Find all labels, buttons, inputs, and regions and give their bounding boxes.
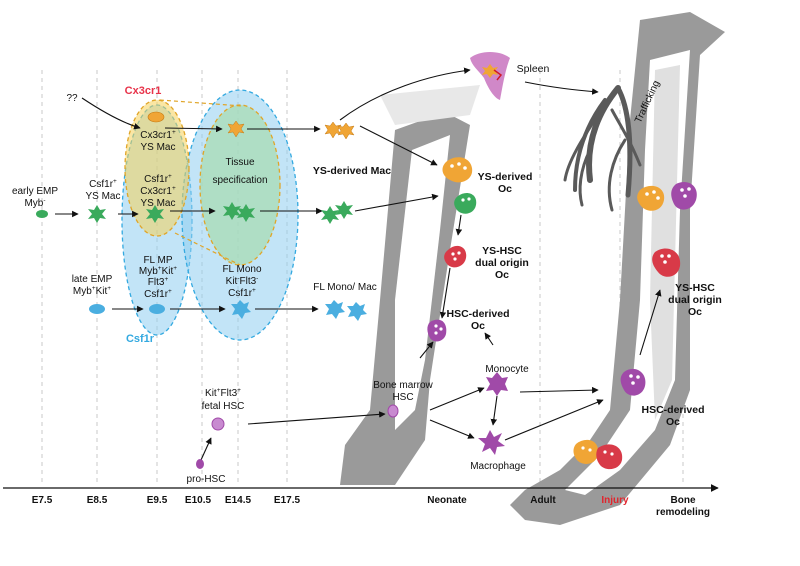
hsc-derived-oc-line2: Oc — [471, 320, 485, 332]
double-pos-line3: YS Mac — [140, 198, 175, 209]
arrows — [55, 67, 662, 461]
cx3cr1-zone — [124, 99, 190, 237]
neonate-bone — [340, 85, 480, 485]
tissue-label: Tissue — [225, 157, 255, 168]
timeline-ticks: E7.5 E8.5 E9.5 E10.5 E14.5 E17.5 Neonate… — [32, 495, 710, 518]
monocyte-macrophage-cells — [478, 372, 508, 455]
dual-origin-oc-line2: dual origin — [475, 257, 529, 269]
hsc-derived-oc-line1: HSC-derived — [446, 308, 509, 320]
macrophage-label: Macrophage — [470, 461, 526, 472]
tick-e17-5: E17.5 — [274, 495, 301, 506]
ys-derived-oc-line2: Oc — [498, 183, 512, 195]
fl-mono-cells — [231, 300, 367, 321]
tick-injury: Injury — [601, 495, 629, 506]
csf1r-ys-mac-line2: YS Mac — [85, 191, 120, 202]
fl-mp-line1: FL MP — [143, 255, 172, 266]
tick-bone: Bone — [671, 495, 696, 506]
fl-mp-line3: Flt3+ — [148, 276, 169, 288]
csf1r-marker-label: Csf1r — [126, 333, 155, 345]
ys-derived-oc-line1: YS-derived — [478, 171, 533, 183]
pro-hsc-label: pro-HSC — [187, 474, 226, 485]
fl-mono-line3: Csf1r+ — [228, 287, 256, 299]
adult-hsc-derived-line1: HSC-derived — [641, 404, 704, 416]
pro-hsc-cell — [196, 459, 204, 469]
late-emp-markers: Myb+Kit+ — [73, 285, 111, 297]
osteoclast-injury-site — [573, 439, 623, 470]
bm-hsc-label: HSC — [392, 392, 413, 403]
tick-neonate: Neonate — [427, 495, 467, 506]
osteoclast-adult-hsc — [620, 368, 646, 396]
adult-hsc-derived-line2: Oc — [666, 416, 680, 428]
fl-mono-line2: Kit-Flt3- — [226, 275, 259, 287]
tick-e7-5: E7.5 — [32, 495, 53, 506]
bm-hsc-cell — [387, 404, 399, 418]
cx3cr1-marker-label: Cx3cr1 — [125, 85, 162, 97]
cx3cr1-ys-mac-cell — [147, 111, 165, 123]
tick-adult: Adult — [530, 495, 556, 506]
tissue-zone — [199, 104, 281, 266]
adult-dual-origin-line3: Oc — [688, 306, 702, 318]
vasculature — [563, 85, 642, 212]
cx3cr1-ys-mac-line2: YS Mac — [140, 142, 175, 153]
dual-origin-oc-line3: Oc — [495, 269, 509, 281]
fl-mp-line2: Myb+Kit+ — [139, 265, 177, 277]
late-emp-cell — [89, 304, 105, 314]
adult-dual-origin-line1: YS-HSC — [675, 282, 715, 294]
fl-mp-line4: Csf1r+ — [144, 288, 172, 300]
fetal-hsc-line2: fetal HSC — [202, 401, 245, 412]
fl-mono-mac-label: FL Mono/ Mac — [313, 282, 377, 293]
tick-remodeling: remodeling — [656, 507, 710, 518]
unknown-origin-label: ?? — [66, 93, 78, 104]
myb-minus-label: Myb- — [24, 197, 45, 209]
early-emp-cell — [36, 210, 48, 218]
bone-marrow-label: Bone marrow — [373, 380, 433, 391]
double-pos-line1: Csf1r+ — [144, 173, 172, 185]
csf1r-ys-mac-line1: Csf1r+ — [89, 178, 117, 190]
fl-mono-line1: FL Mono — [222, 264, 262, 275]
tick-e9-5: E9.5 — [147, 495, 168, 506]
adult-dual-origin-line2: dual origin — [668, 294, 722, 306]
osteoclast-adult-purple — [671, 181, 697, 210]
cx3cr1-ys-mac-line1: Cx3cr1+ — [140, 129, 176, 141]
dual-origin-oc-line1: YS-HSC — [482, 245, 522, 257]
ys-mac-cells-orange — [227, 120, 355, 140]
specification-label: specification — [212, 175, 267, 186]
fetal-hsc-line1: Kit+Flt3+ — [205, 387, 241, 399]
osteoclast-adult-orange — [637, 185, 665, 211]
ys-derived-mac-label: YS-derived Mac — [313, 165, 391, 177]
zone-connector — [159, 99, 243, 266]
adult-bone — [510, 12, 725, 525]
double-pos-line2: Cx3cr1+ — [140, 185, 176, 197]
fl-mp-cell — [149, 304, 165, 314]
fetal-hsc-cell — [211, 417, 225, 431]
osteoclast-dual-origin — [444, 245, 467, 268]
spleen-label: Spleen — [517, 63, 550, 75]
tick-e14-5: E14.5 — [225, 495, 252, 506]
tick-e10-5: E10.5 — [185, 495, 212, 506]
early-emp-label: early EMP — [12, 186, 58, 197]
tick-e8-5: E8.5 — [87, 495, 108, 506]
osteoclast-adult-red — [652, 248, 681, 277]
late-emp-label: late EMP — [72, 274, 113, 285]
osteoclast-hsc-derived — [427, 319, 447, 342]
osteoclast-ys-derived-green — [454, 193, 477, 214]
osteoclast-ys-derived — [442, 157, 473, 183]
ys-mac-cells-green — [88, 201, 353, 224]
spleen-organ — [470, 52, 510, 100]
monocyte-label: Monocyte — [485, 364, 529, 375]
